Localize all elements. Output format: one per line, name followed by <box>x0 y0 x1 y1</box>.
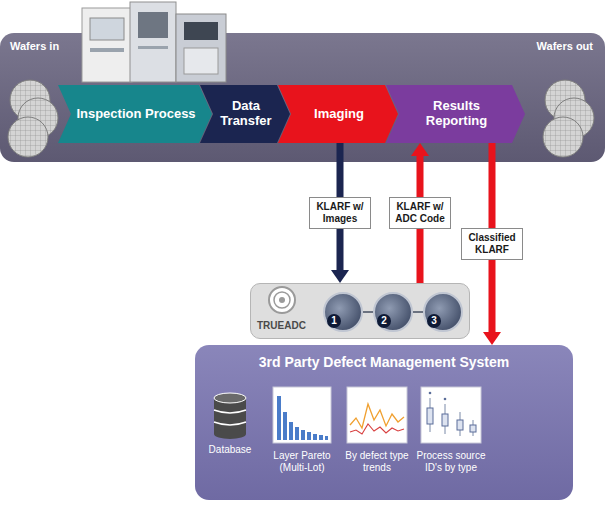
whisker <box>430 398 473 436</box>
tool-cabinet <box>82 8 132 82</box>
tool-panel <box>184 22 218 40</box>
tool-cabinet <box>176 14 226 82</box>
trend-line <box>350 404 404 428</box>
tool-cabinet <box>130 2 176 82</box>
wafer-grid <box>8 117 48 157</box>
node-label: 3rd Party Defect Management System <box>201 354 567 370</box>
trend-line <box>350 424 404 434</box>
inspection-tools <box>82 2 226 82</box>
logo-dot <box>279 297 285 303</box>
process-step: Inspection Process <box>58 85 212 143</box>
process-step: Imaging <box>278 85 398 143</box>
tool-door <box>184 48 218 74</box>
edge-label: KLARF w/ Images <box>309 197 371 229</box>
node-label: Inspection Process <box>76 107 195 122</box>
bar <box>283 412 287 440</box>
process-step: Results Reporting <box>386 85 525 143</box>
bar <box>325 436 328 440</box>
bar <box>289 422 293 440</box>
chart-caption: By defect type trends <box>341 450 413 474</box>
db-stripes <box>214 410 246 425</box>
box <box>457 420 463 430</box>
db-top <box>214 393 246 403</box>
chevron-fill <box>200 85 290 143</box>
chart-frame <box>273 387 331 443</box>
chevron-fill <box>386 85 525 143</box>
database-icon <box>214 393 246 439</box>
tool-window <box>90 18 124 40</box>
arrow-head <box>483 332 501 345</box>
node-label: Data Transfer <box>216 99 276 129</box>
bar <box>277 396 281 440</box>
box <box>470 425 476 432</box>
node-label: Imaging <box>314 107 364 122</box>
arrow-head <box>411 143 429 156</box>
step-circle: 2 <box>373 292 413 332</box>
step-circle: 1 <box>323 292 363 332</box>
box <box>427 408 433 424</box>
tool-detail <box>138 46 168 49</box>
wafer-stack <box>8 80 58 157</box>
chart-caption: Layer Pareto (Multi-Lot) <box>266 450 338 474</box>
chart-caption: Database <box>200 444 260 456</box>
bar <box>307 432 311 440</box>
connector <box>363 312 373 313</box>
arrow-head <box>331 270 349 283</box>
trueadc-logo <box>269 287 295 313</box>
chevron-fill <box>278 85 398 143</box>
band-label: Wafers out <box>537 40 593 52</box>
chart-caption: Process source ID's by type <box>414 450 488 474</box>
boxplot-chart <box>421 387 481 443</box>
chart-frame <box>347 387 407 443</box>
db-bottom <box>214 429 246 439</box>
tool-detail <box>90 48 124 52</box>
connector-line <box>413 311 423 313</box>
callout-number: 3 <box>427 314 441 328</box>
band-label: Wafers in <box>10 40 59 52</box>
chart-frame <box>421 387 481 443</box>
bar <box>301 430 305 440</box>
wafer <box>543 117 583 157</box>
chevron-fill <box>58 85 212 143</box>
callout-number: 2 <box>377 314 391 328</box>
wafer-stack <box>543 80 594 157</box>
process-step: Data Transfer <box>200 85 290 143</box>
outlier <box>444 398 447 401</box>
edge-label: KLARF w/ ADC Code <box>389 197 451 229</box>
wafer <box>8 117 48 157</box>
trend-chart <box>347 387 407 443</box>
outlier <box>429 392 432 395</box>
box <box>442 414 448 426</box>
logo-ring <box>269 287 295 313</box>
bar <box>313 434 317 440</box>
bar <box>319 435 323 440</box>
callout-number: 1 <box>327 314 341 328</box>
connector <box>413 312 423 313</box>
logo-ring <box>274 292 290 308</box>
pareto-chart <box>273 387 331 443</box>
bar <box>295 427 299 440</box>
wafer-grid <box>543 117 583 157</box>
tool-window <box>138 12 168 38</box>
node-label: Results Reporting <box>402 99 511 129</box>
edge-label: Classified KLARF <box>461 228 523 260</box>
connector-line <box>363 311 373 313</box>
step-circle: 3 <box>423 292 463 332</box>
